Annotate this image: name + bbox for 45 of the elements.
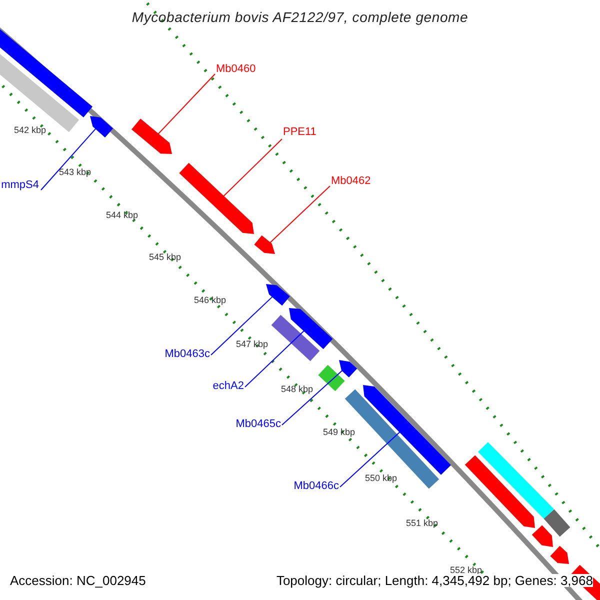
gene-label: echA2	[212, 381, 244, 392]
scale-label: 552 kbp	[448, 566, 484, 575]
leader-line	[40, 128, 96, 190]
leader-line	[270, 186, 330, 244]
scale-label: 551 kbp	[404, 519, 440, 528]
gene-feature	[478, 442, 554, 519]
gene-label: PPE11	[283, 127, 316, 138]
genome-info-text: Topology: circular; Length: 4,345,492 bp; Genes: 3,968	[276, 574, 593, 587]
scale-label: 543 kbp	[58, 168, 92, 177]
gene-feature	[550, 546, 569, 564]
map-title: Mycobacterium bovis AF2122/97, complete genome	[130, 10, 470, 24]
accession-text: Accession: NC_002945	[10, 574, 146, 587]
gene-label: Mb0462	[331, 176, 371, 187]
scale-label: 546 kbp	[192, 296, 228, 305]
leader-line	[244, 330, 305, 388]
leader-line	[210, 296, 273, 356]
gene-label: Mb0465c	[236, 419, 281, 430]
gene-feature	[318, 364, 345, 392]
leader-line	[340, 432, 400, 488]
gene-feature	[532, 525, 553, 547]
gene-label: mmpS4	[1, 180, 39, 191]
gene-feature	[132, 118, 172, 154]
scale-label: 547 kbp	[234, 340, 270, 349]
gene-feature	[464, 455, 535, 528]
gene-feature	[179, 162, 254, 234]
scale-label: 548 kbp	[280, 385, 314, 394]
gene-feature	[544, 509, 570, 537]
leader-line	[282, 370, 343, 426]
scale-label: 542 kbp	[12, 126, 48, 135]
gene-feature	[254, 235, 275, 254]
gene-feature	[289, 308, 333, 350]
gene-label: Mb0460	[216, 64, 256, 75]
gene-label: Mb0463c	[164, 349, 210, 360]
gene-feature	[266, 284, 290, 306]
leader-line	[158, 74, 216, 134]
gene-feature	[271, 314, 320, 362]
scale-label: 545 kbp	[148, 253, 182, 262]
gene-feature	[363, 385, 451, 475]
gene-feature	[339, 360, 358, 378]
gene-feature	[90, 116, 113, 138]
scale-label: 544 kbp	[104, 211, 140, 220]
scale-label: 550 kbp	[364, 474, 398, 483]
gene-label: Mb0466c	[294, 481, 339, 492]
scale-label: 549 kbp	[322, 428, 356, 437]
leader-line	[222, 138, 282, 197]
